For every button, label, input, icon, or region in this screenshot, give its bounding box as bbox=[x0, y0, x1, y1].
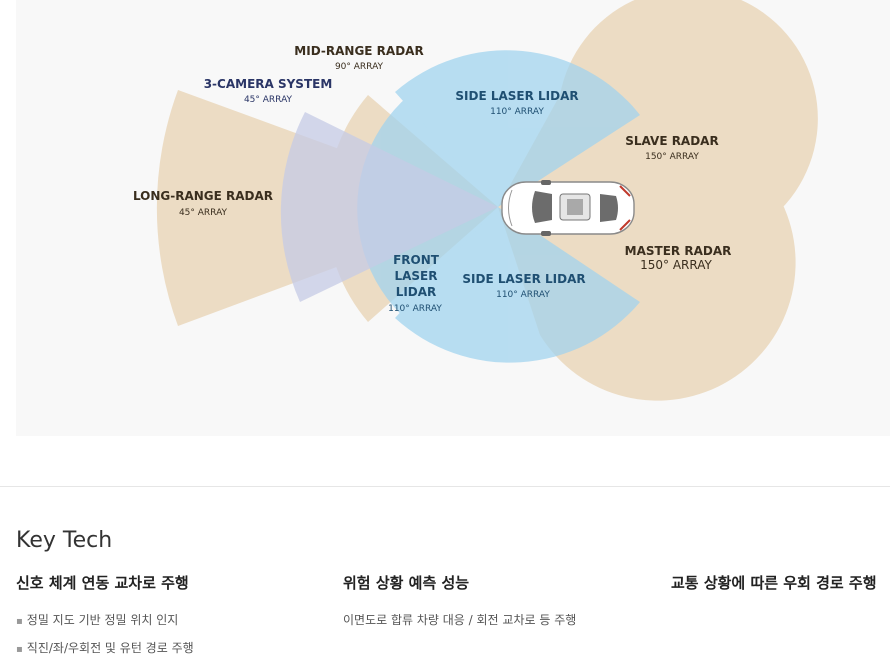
section-divider bbox=[0, 486, 890, 487]
sensor-coverage-diagram: MID-RANGE RADAR 90° ARRAY 3-CAMERA SYSTE… bbox=[133, 0, 818, 401]
key-tech-column-1: 신호 체계 연동 교차로 주행 정밀 지도 기반 정밀 위치 인지 직진/좌/우… bbox=[16, 572, 194, 663]
side-lidar-bottom-label: SIDE LASER LIDAR bbox=[462, 272, 585, 286]
column-items: 이면도로 합류 차량 대응 / 회전 교차로 등 주행 bbox=[343, 607, 576, 633]
long-range-radar-label: LONG-RANGE RADAR bbox=[133, 189, 273, 203]
long-range-radar-array: 45° ARRAY bbox=[179, 208, 228, 218]
front-lidar-label-line-1: FRONT bbox=[393, 253, 440, 267]
camera-system-array: 45° ARRAY bbox=[244, 95, 293, 105]
sensor-diagram-panel: MID-RANGE RADAR 90° ARRAY 3-CAMERA SYSTE… bbox=[16, 0, 890, 436]
master-radar-array: 150° ARRAY bbox=[640, 258, 712, 272]
mid-range-radar-array: 90° ARRAY bbox=[335, 62, 384, 72]
slave-radar-label: SLAVE RADAR bbox=[625, 134, 718, 148]
list-item: 직진/좌/우회전 및 유턴 경로 주행 bbox=[16, 635, 194, 663]
mid-range-radar-label: MID-RANGE RADAR bbox=[294, 44, 423, 58]
side-lidar-top-zone bbox=[395, 50, 640, 208]
camera-system-label: 3-CAMERA SYSTEM bbox=[204, 77, 333, 91]
list-item: 정밀 지도 기반 정밀 위치 인지 bbox=[16, 607, 194, 635]
diagram-labels: MID-RANGE RADAR 90° ARRAY 3-CAMERA SYSTE… bbox=[133, 44, 731, 314]
key-tech-column-2: 위험 상황 예측 성능 이면도로 합류 차량 대응 / 회전 교차로 등 주행 bbox=[343, 572, 576, 633]
slave-radar-array: 150° ARRAY bbox=[645, 152, 699, 162]
side-lidar-top-array: 110° ARRAY bbox=[490, 107, 544, 117]
column-title: 교통 상황에 따른 우회 경로 주행 bbox=[671, 574, 877, 592]
camera-zone bbox=[280, 112, 498, 302]
key-tech-column-3: 교통 상황에 따른 우회 경로 주행 bbox=[671, 572, 877, 593]
side-lidar-bottom-array: 110° ARRAY bbox=[496, 290, 550, 300]
front-lidar-label-line-3: LIDAR bbox=[396, 285, 437, 299]
column-title: 위험 상황 예측 성능 bbox=[343, 574, 470, 592]
side-lidar-bottom-zone bbox=[395, 207, 640, 363]
column-title: 신호 체계 연동 교차로 주행 bbox=[16, 574, 189, 592]
vehicle-icon bbox=[501, 180, 635, 236]
column-items: 정밀 지도 기반 정밀 위치 인지 직진/좌/우회전 및 유턴 경로 주행 bbox=[16, 607, 194, 663]
master-radar-label: MASTER RADAR bbox=[625, 244, 732, 258]
key-tech-title: Key Tech bbox=[16, 528, 113, 553]
side-lidar-top-label: SIDE LASER LIDAR bbox=[455, 89, 578, 103]
list-item: 이면도로 합류 차량 대응 / 회전 교차로 등 주행 bbox=[343, 613, 577, 627]
front-lidar-array: 110° ARRAY bbox=[388, 304, 442, 314]
slave-radar-zone bbox=[498, 0, 818, 215]
front-lidar-label-line-2: LASER bbox=[394, 269, 437, 283]
